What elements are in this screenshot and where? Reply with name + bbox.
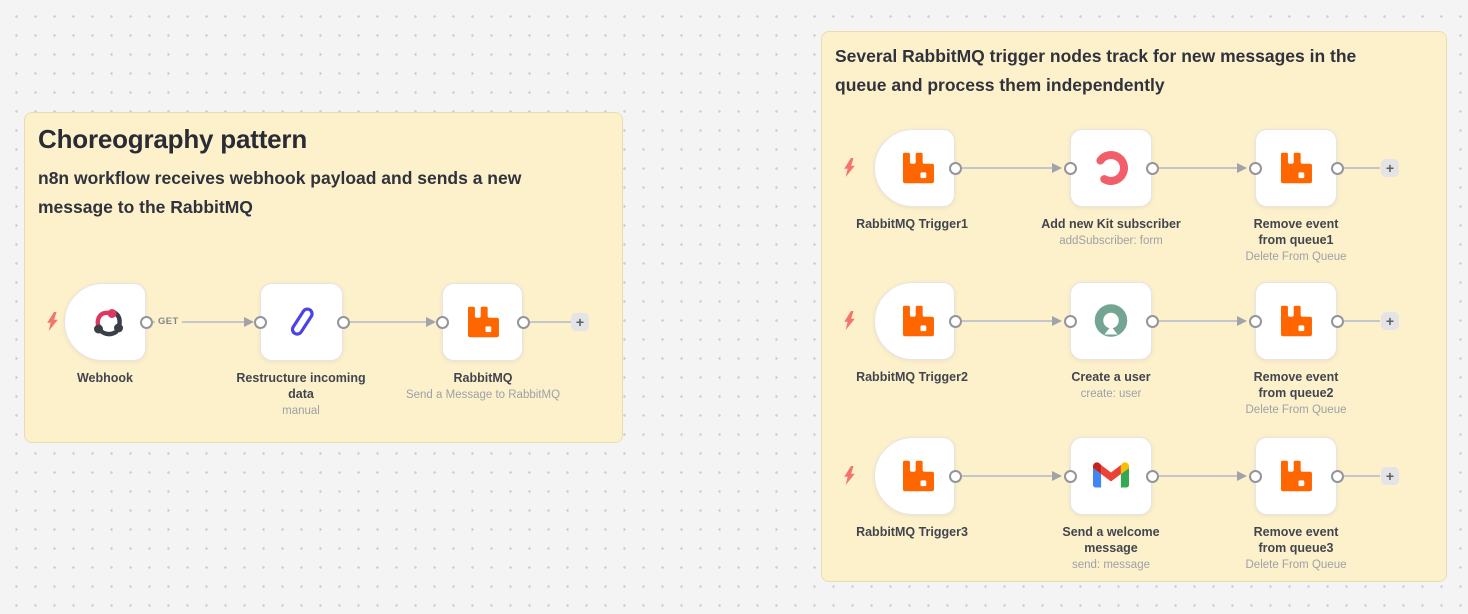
node-create-a-user[interactable] [1070, 282, 1152, 360]
connection-arrow [1052, 163, 1062, 173]
input-port[interactable] [1248, 161, 1262, 175]
connection-arrow [1052, 471, 1062, 481]
connection-arrow [426, 317, 436, 327]
connection-arrow [1237, 316, 1247, 326]
connection-arrow [1237, 471, 1247, 481]
node-add-kit-subscriber[interactable] [1070, 129, 1152, 207]
trigger-bolt-icon [46, 312, 59, 331]
connection-arrow [244, 317, 254, 327]
node-rabbitmq-send[interactable] [442, 283, 523, 361]
connection-wire [962, 167, 1052, 169]
sticky-note-choreography[interactable] [24, 112, 623, 443]
rabbitmq-icon [899, 302, 937, 340]
rabbitmq-icon [464, 303, 502, 341]
add-node-button[interactable]: + [1381, 159, 1399, 177]
output-port[interactable] [516, 315, 530, 329]
connection-wire [153, 321, 244, 323]
node-label: Remove event from queue2 Delete From Que… [1245, 370, 1347, 416]
output-port[interactable] [1330, 314, 1344, 328]
rabbitmq-icon [899, 457, 937, 495]
output-port[interactable] [948, 161, 962, 175]
connection-wire [1159, 167, 1237, 169]
output-port[interactable] [336, 315, 350, 329]
node-remove-from-queue1[interactable] [1255, 129, 1337, 207]
node-label: RabbitMQ Trigger1 [856, 217, 968, 231]
connection-wire [1344, 167, 1380, 169]
connection-arrow [1052, 316, 1062, 326]
connection-wire [962, 320, 1052, 322]
node-rabbitmq-trigger1[interactable] [874, 129, 955, 207]
connection-wire [350, 321, 426, 323]
output-port[interactable] [948, 469, 962, 483]
user-ring-icon [1091, 301, 1131, 341]
input-port[interactable] [435, 315, 449, 329]
node-label: Restructure incoming data manual [236, 371, 366, 417]
node-label: Remove event from queue3 Delete From Que… [1245, 525, 1347, 571]
connection-wire [1159, 320, 1237, 322]
connection-arrow [1237, 163, 1247, 173]
rabbitmq-icon [899, 149, 937, 187]
node-label: RabbitMQ Send a Message to RabbitMQ [405, 371, 561, 401]
input-port[interactable] [1248, 469, 1262, 483]
gmail-icon [1093, 462, 1129, 490]
node-label: RabbitMQ Trigger3 [856, 525, 968, 539]
node-label: Create a user create: user [1071, 370, 1151, 400]
output-port[interactable] [1330, 469, 1344, 483]
connection-wire [1344, 320, 1380, 322]
kit-icon [1091, 148, 1131, 188]
add-node-button[interactable]: + [571, 313, 589, 331]
connection-method-label: GET [155, 315, 182, 328]
input-port[interactable] [1063, 161, 1077, 175]
node-label: Add new Kit subscriber addSubscriber: fo… [1041, 217, 1181, 247]
rabbitmq-icon [1277, 302, 1315, 340]
output-port[interactable] [1145, 314, 1159, 328]
output-port[interactable] [1145, 469, 1159, 483]
rabbitmq-icon [1277, 457, 1315, 495]
connection-wire [962, 475, 1052, 477]
node-restructure-incoming-data[interactable] [260, 283, 343, 361]
edit-pen-icon [282, 302, 322, 342]
rabbitmq-icon [1277, 149, 1315, 187]
connection-wire [1159, 475, 1237, 477]
input-port[interactable] [1063, 469, 1077, 483]
add-node-button[interactable]: + [1381, 312, 1399, 330]
output-port[interactable] [139, 315, 153, 329]
node-remove-from-queue3[interactable] [1255, 437, 1337, 515]
trigger-bolt-icon [843, 158, 856, 177]
webhook-icon [87, 302, 131, 342]
input-port[interactable] [1063, 314, 1077, 328]
connection-wire [530, 321, 571, 323]
input-port[interactable] [253, 315, 267, 329]
node-label: RabbitMQ Trigger2 [856, 370, 968, 384]
node-label: Send a welcome message send: message [1062, 525, 1160, 571]
node-send-welcome-message[interactable] [1070, 437, 1152, 515]
node-label: Webhook [76, 371, 134, 385]
sticky-title: Choreography pattern [38, 124, 308, 154]
output-port[interactable] [1145, 161, 1159, 175]
node-webhook[interactable] [64, 283, 146, 361]
add-node-button[interactable]: + [1381, 467, 1399, 485]
connection-wire [1344, 475, 1380, 477]
output-port[interactable] [1330, 161, 1344, 175]
node-remove-from-queue2[interactable] [1255, 282, 1337, 360]
sticky-description: n8n workflow receives webhook payload an… [38, 168, 522, 217]
sticky-heading: Several RabbitMQ trigger nodes track for… [835, 46, 1357, 95]
trigger-bolt-icon [843, 466, 856, 485]
trigger-bolt-icon [843, 311, 856, 330]
output-port[interactable] [948, 314, 962, 328]
node-rabbitmq-trigger3[interactable] [874, 437, 955, 515]
node-rabbitmq-trigger2[interactable] [874, 282, 955, 360]
node-label: Remove event from queue1 Delete From Que… [1245, 217, 1347, 263]
input-port[interactable] [1248, 314, 1262, 328]
